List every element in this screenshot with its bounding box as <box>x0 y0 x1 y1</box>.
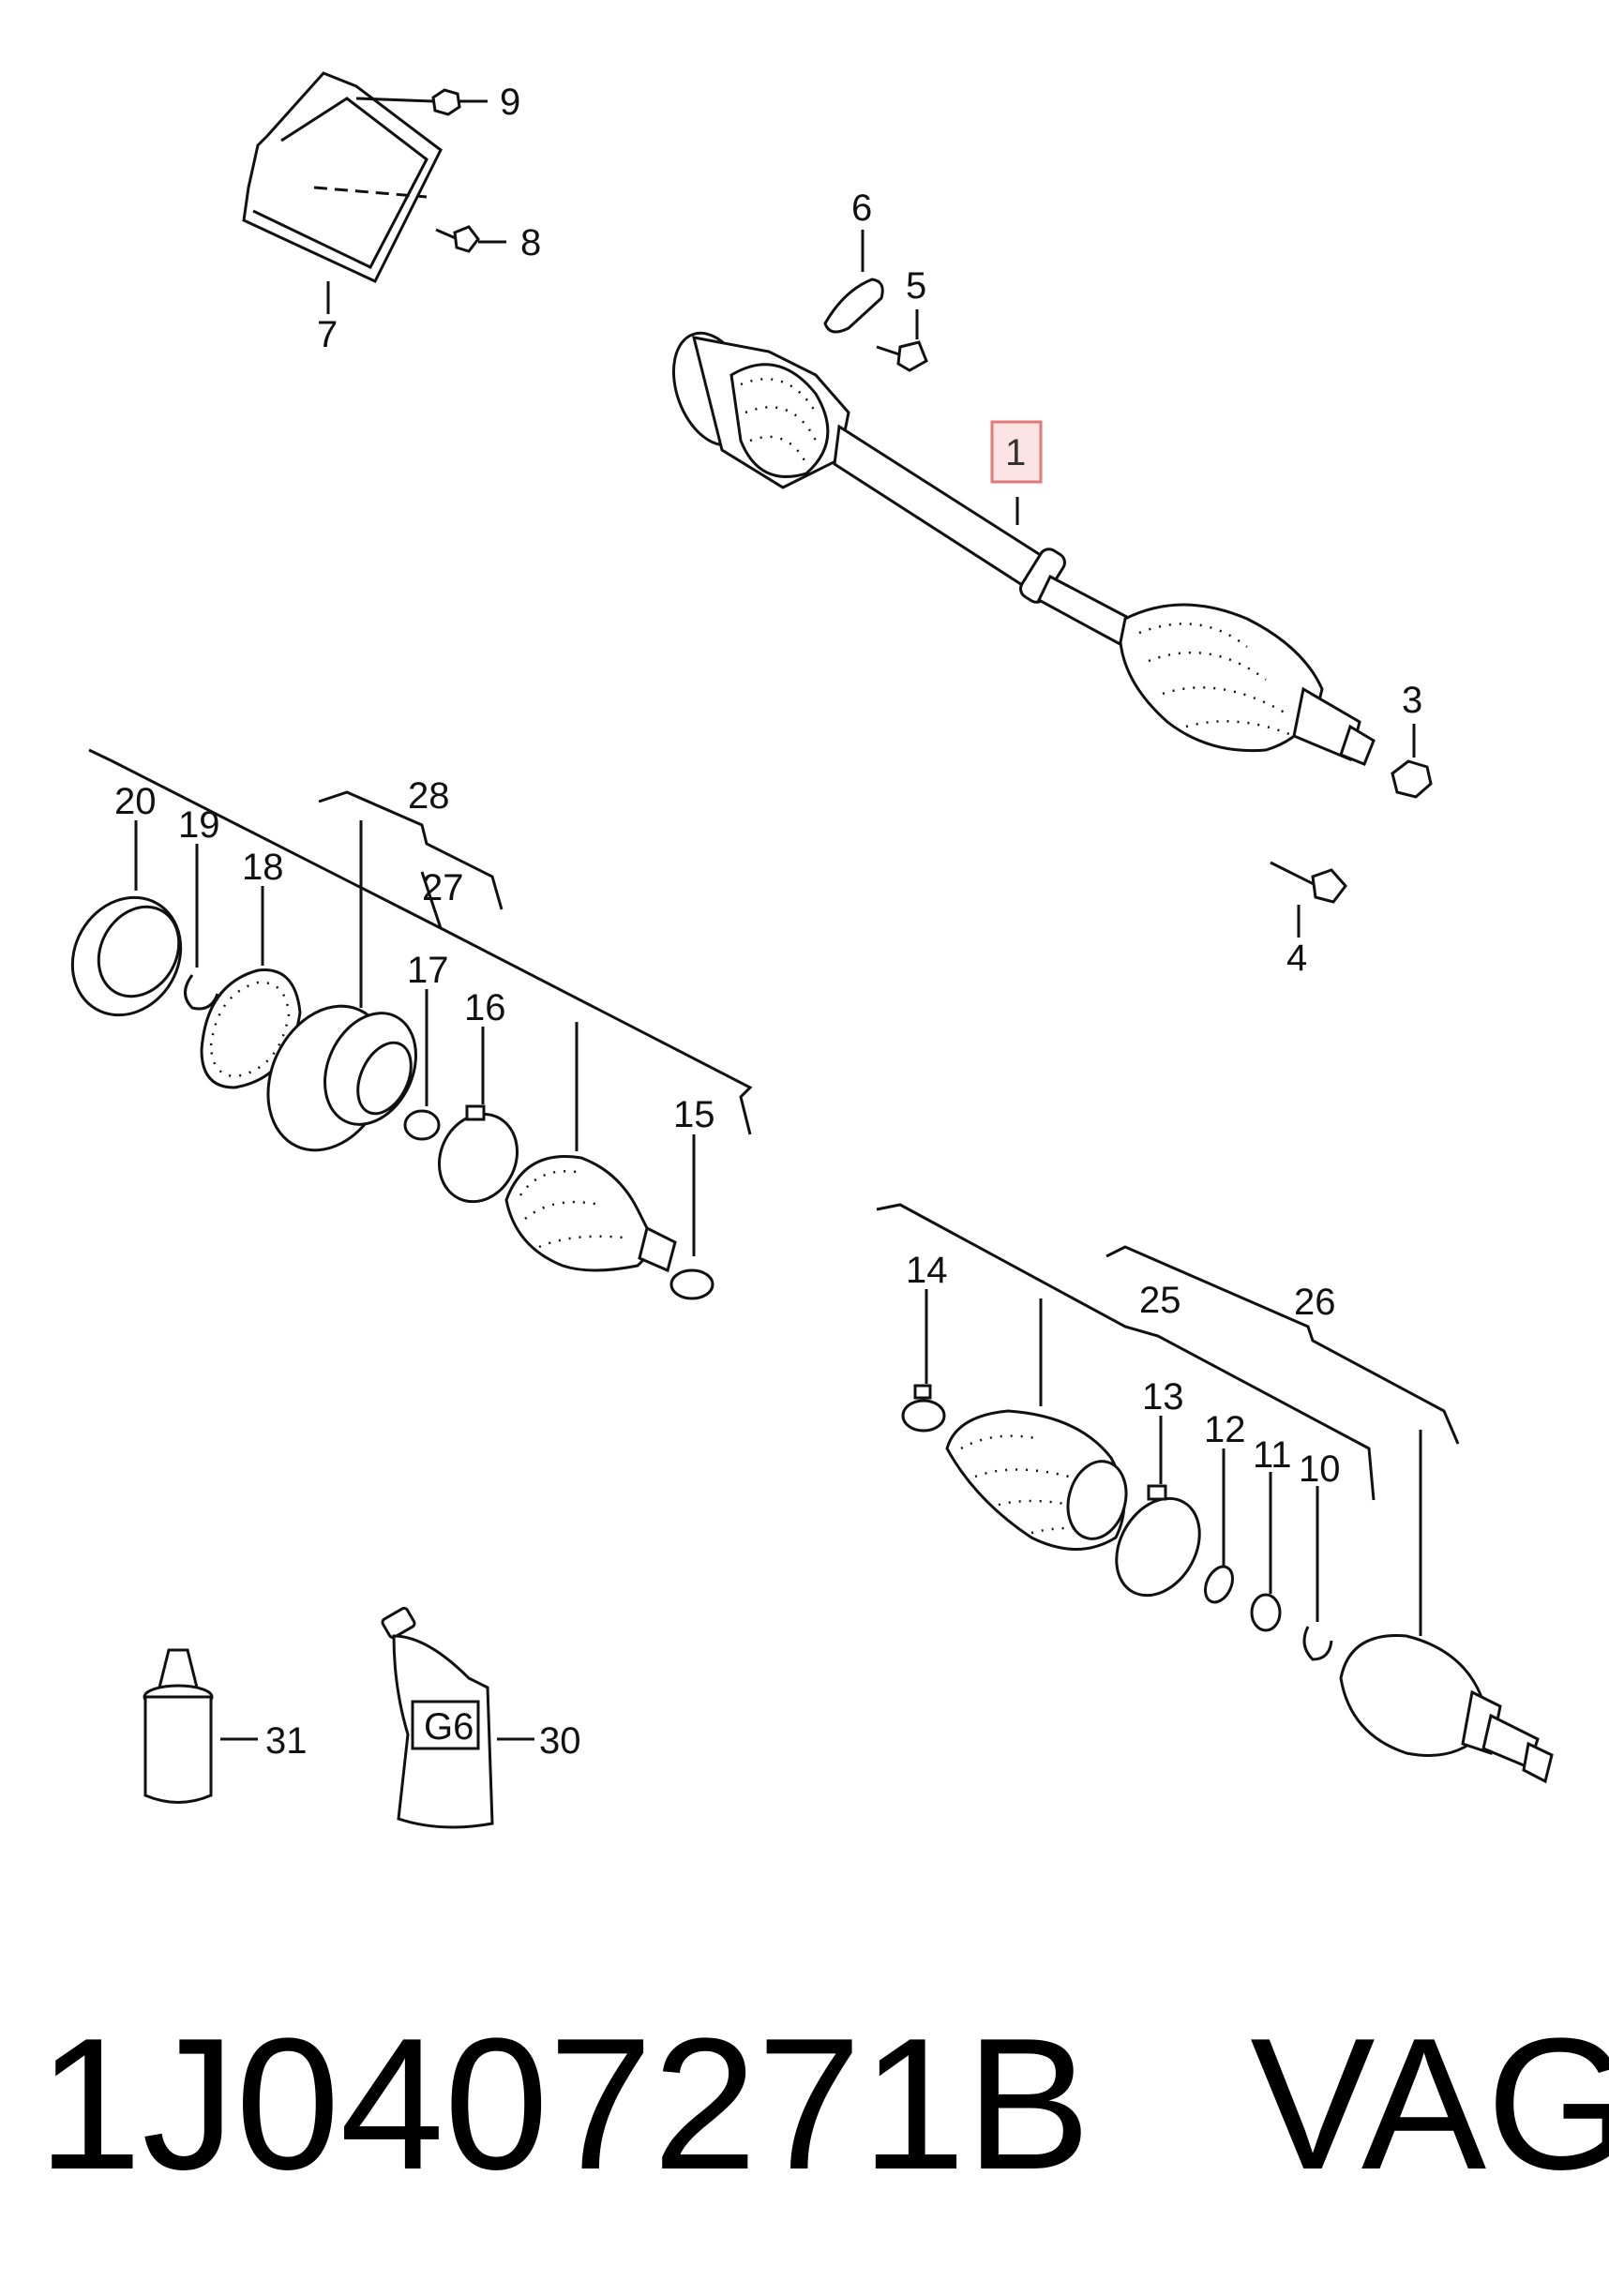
brand-name: VAG <box>1250 2000 1609 2209</box>
callout-labels: 1 3 4 5 6 7 8 9 10 11 12 13 14 15 16 17 … <box>114 82 1422 1762</box>
callout-18[interactable]: 18 <box>242 847 284 888</box>
callout-19[interactable]: 19 <box>178 804 220 846</box>
callout-7[interactable]: 7 <box>317 314 338 355</box>
tube-label-box <box>411 1700 480 1750</box>
bearing-ring-part-20 <box>70 820 183 1017</box>
callout-20[interactable]: 20 <box>114 781 157 822</box>
cap-part-17 <box>403 989 441 1141</box>
bolt-part-5 <box>876 309 928 372</box>
callout-1[interactable]: 1 <box>1005 432 1026 473</box>
callout-12[interactable]: 12 <box>1204 1409 1246 1450</box>
clamp-part-13 <box>1115 1416 1201 1598</box>
clamp-part-16 <box>437 1027 519 1204</box>
cap-part-11 <box>1250 1472 1282 1632</box>
nut-part-3 <box>1391 724 1433 799</box>
clamp-part-15 <box>669 1134 714 1300</box>
callout-9[interactable]: 9 <box>500 82 520 123</box>
callout-16[interactable]: 16 <box>464 987 506 1028</box>
callout-30[interactable]: 30 <box>539 1720 581 1762</box>
callout-28[interactable]: 28 <box>408 775 450 817</box>
callout-5[interactable]: 5 <box>906 265 926 307</box>
callout-27[interactable]: 27 <box>422 867 464 908</box>
selected-callout-highlight <box>990 420 1043 484</box>
boot-part-14-group <box>945 1298 1128 1551</box>
heat-shield-part-7 <box>242 71 443 283</box>
part-number: 1J0407271B <box>38 2000 1091 2209</box>
callout-26[interactable]: 26 <box>1294 1282 1336 1323</box>
nut-part-9 <box>355 88 488 116</box>
callout-31[interactable]: 31 <box>265 1720 308 1762</box>
callout-13[interactable]: 13 <box>1142 1376 1184 1418</box>
callout-15[interactable]: 15 <box>673 1094 715 1135</box>
boot-part-27 <box>504 1022 677 1273</box>
joint-housing-part-28 <box>266 820 417 1152</box>
tube-label-text: G6 <box>424 1706 474 1748</box>
callout-4[interactable]: 4 <box>1286 938 1307 979</box>
group-bracket-25-26 <box>876 1203 1460 1501</box>
clamp-part-14 <box>901 1289 946 1433</box>
group-bracket-28-27 <box>88 748 753 1135</box>
grease-tube-part-30: G6 <box>381 1606 534 1829</box>
clip-part-6 <box>823 230 884 334</box>
callout-8[interactable]: 8 <box>520 222 541 263</box>
callout-10[interactable]: 10 <box>1299 1448 1341 1490</box>
circlip-part-19 <box>184 844 219 1011</box>
outer-joint-part-26 <box>1339 1430 1554 1784</box>
callout-6[interactable]: 6 <box>851 188 872 229</box>
callout-3[interactable]: 3 <box>1402 680 1422 721</box>
washer-part-12 <box>1203 1448 1235 1604</box>
bolt-part-8 <box>435 225 506 253</box>
circlip-part-10 <box>1302 1486 1333 1661</box>
callout-11[interactable]: 11 <box>1253 1434 1292 1476</box>
callout-14[interactable]: 14 <box>906 1250 948 1291</box>
bolt-part-4 <box>1270 861 1347 938</box>
sealant-bottle-part-31 <box>143 1648 258 1804</box>
callout-25[interactable]: 25 <box>1139 1280 1181 1321</box>
callout-17[interactable]: 17 <box>407 950 449 991</box>
drive-shaft-part-1 <box>671 331 1376 766</box>
